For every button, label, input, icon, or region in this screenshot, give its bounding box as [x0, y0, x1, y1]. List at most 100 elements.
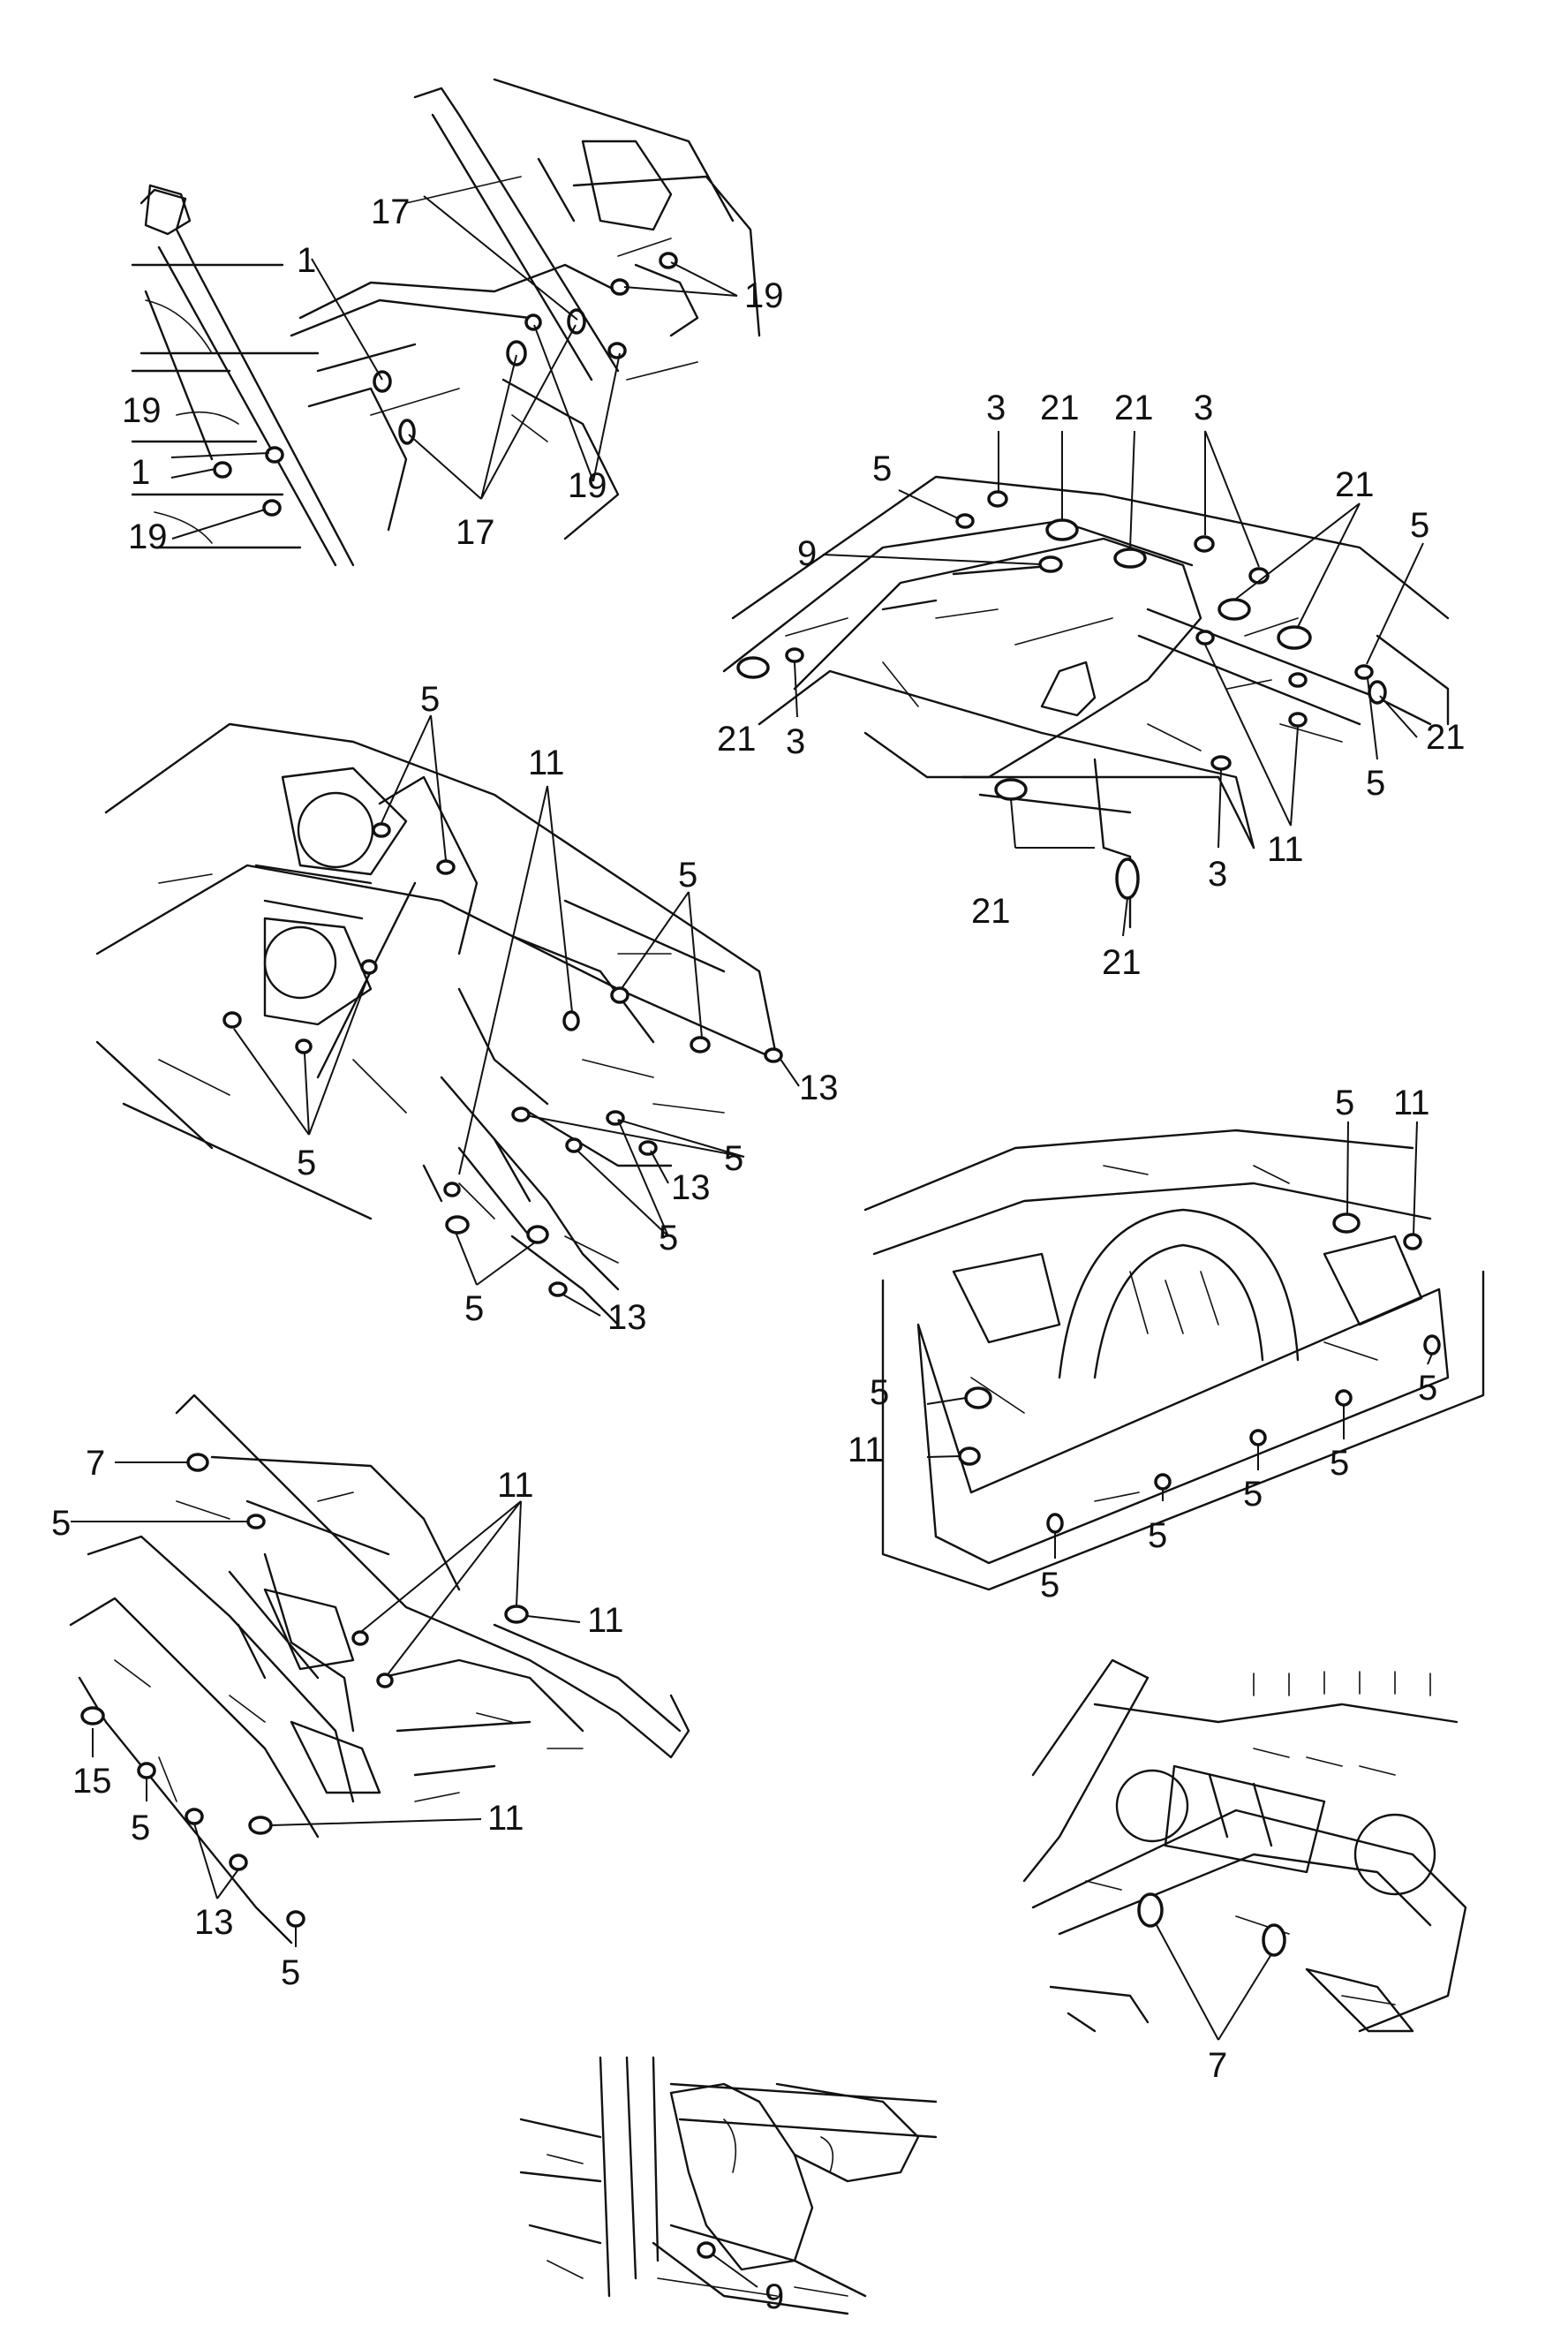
callout-11: 11: [528, 744, 565, 782]
plug-3a: [987, 490, 1008, 508]
callout-5: 5: [1418, 1369, 1437, 1408]
plug-v3-5j: [565, 1137, 583, 1153]
plug-v3-5g: [690, 1036, 711, 1053]
view-front-pillar: 1 1 17 17 19 19 19 19: [122, 78, 784, 567]
callout-19: 19: [122, 391, 162, 430]
plug-v5-11d: [248, 1816, 273, 1835]
plug-v5-11b: [376, 1673, 394, 1688]
plug-v3-5b: [436, 859, 456, 875]
plug-v4-5c: [964, 1386, 992, 1409]
plug-v6-7b: [1262, 1923, 1286, 1957]
callout-5: 5: [297, 1144, 316, 1182]
plug-v3-5m: [526, 1225, 549, 1244]
plug-11a: [1195, 630, 1215, 646]
plug-v5-5b: [137, 1762, 156, 1779]
plug-v5-5c: [286, 1910, 305, 1928]
plug-v3-5d: [295, 1038, 313, 1054]
callout-5: 5: [659, 1219, 678, 1257]
callout-17: 17: [456, 513, 495, 552]
view-underbody-rear: 7: [1022, 1658, 1467, 2085]
plug-11c: [1288, 712, 1308, 728]
view-pillar-sill-detail: 9: [519, 2056, 938, 2316]
view-rear-crossmember: 5 11 5 5 11 5 5 5 5: [848, 1084, 1485, 1605]
plug-5a: [955, 513, 975, 529]
callout-13: 13: [671, 1168, 711, 1207]
plug-3e: [1210, 755, 1232, 771]
plug-v5-7: [186, 1453, 209, 1472]
plug-19d: [659, 252, 678, 269]
callout-5: 5: [678, 856, 697, 895]
plug-21d: [1277, 625, 1312, 650]
callout-5: 5: [51, 1504, 71, 1543]
plug-v4-5g: [1046, 1513, 1064, 1534]
plug-v5-15: [80, 1706, 105, 1726]
callout-19: 19: [568, 466, 607, 505]
callout-5: 5: [870, 1373, 889, 1412]
plug-19b: [262, 499, 282, 517]
callout-11: 11: [1267, 830, 1304, 869]
callout-5: 5: [131, 1809, 150, 1847]
callout-19: 19: [744, 276, 784, 315]
callout-1: 1: [297, 241, 316, 280]
plug-v3-11: [562, 1010, 580, 1031]
callout-9: 9: [797, 534, 817, 573]
plug-v4-11a: [1403, 1233, 1422, 1250]
callout-9: 9: [765, 2277, 784, 2316]
plug-v3-5h: [511, 1106, 531, 1122]
callout-5: 5: [281, 1953, 300, 1992]
callout-5: 5: [1330, 1444, 1349, 1483]
callout-13: 13: [799, 1069, 839, 1107]
plug-1b: [213, 461, 232, 479]
plug-21c: [1217, 598, 1251, 621]
plug-v3-13b: [638, 1140, 658, 1156]
callout-11: 11: [497, 1466, 534, 1505]
callout-3: 3: [786, 722, 805, 761]
plug-21g: [994, 778, 1028, 801]
plug-3d: [785, 647, 804, 663]
view-rear-floor-top: 3 21 21 3 21 5 9 5 21 5 11 21 3 21 3 21: [717, 389, 1466, 982]
plug-1a: [373, 370, 392, 393]
plug-v5-11a: [351, 1630, 369, 1646]
plug-11b: [1288, 672, 1308, 688]
plug-5b: [1354, 664, 1374, 680]
plug-v3-13a: [764, 1047, 783, 1063]
plug-v4-5b: [1423, 1334, 1441, 1356]
plug-9: [1038, 555, 1063, 573]
plug-v3-5k: [443, 1182, 461, 1197]
plug-v6-7a: [1137, 1892, 1164, 1928]
plug-21b: [1113, 548, 1147, 569]
plug-v5-11c: [504, 1605, 529, 1624]
plug-3c: [1248, 567, 1270, 585]
plug-v3-5f: [610, 986, 629, 1004]
plug-21a: [1045, 518, 1079, 541]
plug-v5-13b: [229, 1854, 248, 1871]
callout-3: 3: [986, 389, 1006, 427]
callout-21: 21: [1102, 943, 1142, 982]
callout-19: 19: [128, 517, 168, 556]
callout-21: 21: [971, 892, 1011, 931]
callout-11: 11: [848, 1431, 885, 1469]
plug-v3-5a: [372, 822, 391, 838]
callout-1: 1: [131, 453, 150, 492]
plug-v3-5i: [606, 1110, 625, 1126]
callout-21: 21: [1114, 389, 1154, 427]
plug-v4-5f: [1154, 1473, 1172, 1491]
callout-21: 21: [717, 720, 757, 759]
plug-v4-5a: [1332, 1212, 1361, 1234]
plug-17b: [506, 340, 527, 366]
callout-11: 11: [587, 1601, 624, 1640]
view-front-floor-top: 5 11 5 13 5 13 5 5 5 13: [95, 680, 839, 1337]
callout-21: 21: [1426, 718, 1466, 757]
callout-5: 5: [872, 449, 892, 488]
plug-v3-5c: [222, 1011, 242, 1029]
callout-7: 7: [1208, 2046, 1227, 2085]
plug-v7-9: [697, 2241, 716, 2259]
callout-5: 5: [1410, 506, 1429, 545]
callout-5: 5: [1335, 1084, 1354, 1122]
plug-19a: [265, 446, 284, 464]
callout-17: 17: [371, 193, 411, 231]
plug-19e: [607, 342, 627, 359]
callout-15: 15: [72, 1762, 112, 1801]
